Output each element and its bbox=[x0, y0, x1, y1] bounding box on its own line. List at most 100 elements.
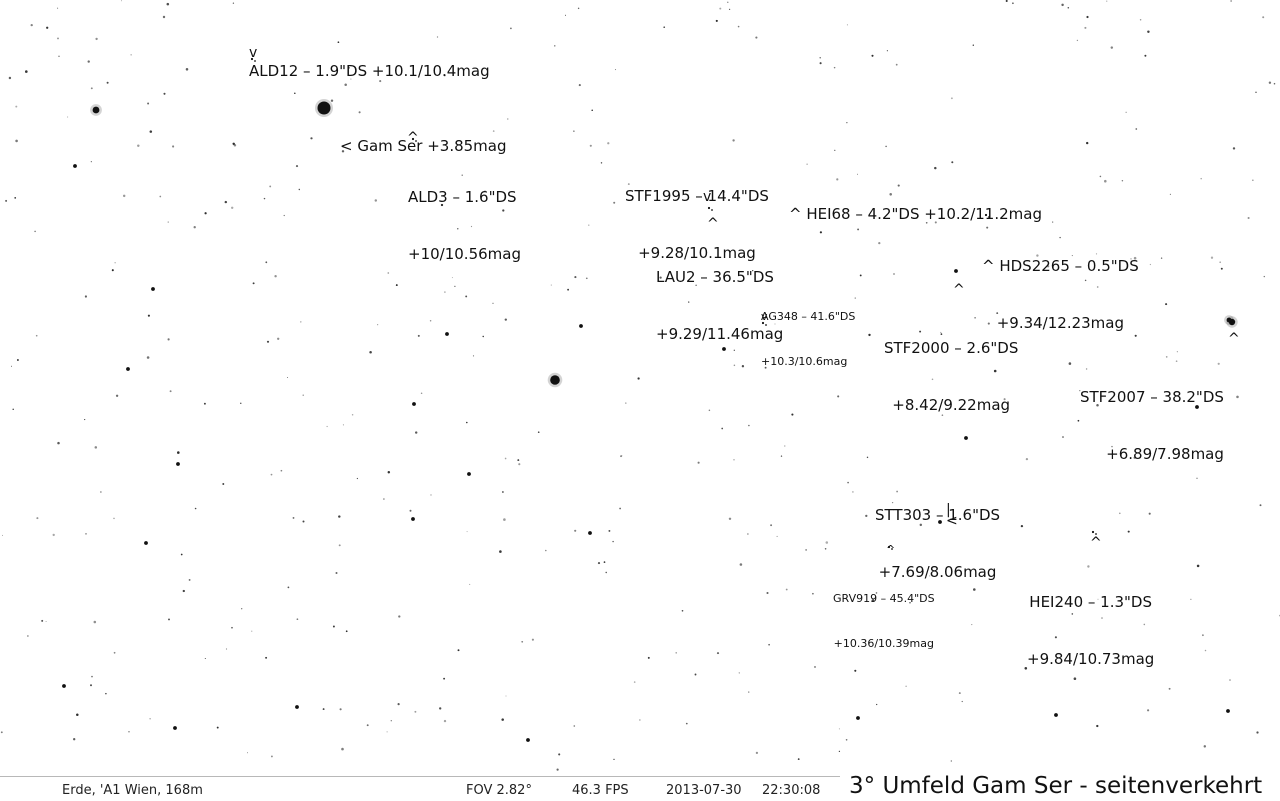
faint-star[interactable] bbox=[675, 652, 677, 654]
faint-star[interactable] bbox=[225, 648, 228, 650]
faint-star[interactable] bbox=[738, 672, 740, 674]
faint-star[interactable] bbox=[466, 421, 468, 424]
double-star-secondary[interactable] bbox=[415, 140, 417, 142]
faint-star[interactable] bbox=[728, 8, 731, 11]
faint-star[interactable] bbox=[504, 457, 507, 460]
faint-star[interactable] bbox=[739, 563, 743, 566]
bright-star[interactable] bbox=[1226, 317, 1232, 323]
faint-star[interactable] bbox=[283, 214, 285, 217]
faint-star[interactable] bbox=[819, 62, 822, 65]
faint-star[interactable] bbox=[891, 501, 894, 504]
faint-star[interactable] bbox=[847, 481, 849, 484]
double-star-primary[interactable] bbox=[984, 213, 988, 217]
faint-star[interactable] bbox=[1173, 448, 1177, 451]
faint-star[interactable] bbox=[1012, 2, 1014, 5]
faint-star[interactable] bbox=[16, 359, 19, 361]
faint-star[interactable] bbox=[719, 7, 722, 10]
faint-star[interactable] bbox=[697, 461, 700, 464]
faint-star[interactable] bbox=[859, 274, 862, 277]
faint-star[interactable] bbox=[1168, 687, 1171, 690]
faint-star[interactable] bbox=[1139, 19, 1142, 21]
faint-star[interactable] bbox=[67, 116, 69, 118]
faint-star[interactable] bbox=[232, 2, 235, 4]
faint-star[interactable] bbox=[439, 707, 442, 710]
faint-star[interactable] bbox=[57, 441, 60, 445]
faint-star[interactable] bbox=[733, 364, 736, 367]
faint-star[interactable] bbox=[137, 144, 140, 148]
faint-star[interactable] bbox=[1134, 334, 1137, 337]
star[interactable] bbox=[526, 738, 530, 742]
faint-star[interactable] bbox=[996, 312, 999, 315]
faint-star[interactable] bbox=[472, 355, 475, 357]
faint-star[interactable] bbox=[846, 24, 848, 26]
faint-star[interactable] bbox=[146, 356, 150, 359]
faint-star[interactable] bbox=[90, 87, 93, 90]
faint-star[interactable] bbox=[1097, 598, 1099, 600]
faint-star[interactable] bbox=[251, 630, 253, 632]
faint-star[interactable] bbox=[241, 608, 243, 610]
faint-star[interactable] bbox=[577, 7, 580, 10]
faint-star[interactable] bbox=[925, 221, 928, 224]
faint-star[interactable] bbox=[194, 507, 197, 510]
faint-star[interactable] bbox=[681, 609, 684, 612]
double-star-secondary[interactable] bbox=[711, 209, 713, 211]
faint-star[interactable] bbox=[545, 549, 547, 552]
faint-star[interactable] bbox=[824, 548, 827, 550]
faint-star[interactable] bbox=[444, 291, 446, 293]
faint-star[interactable] bbox=[934, 166, 937, 170]
faint-star[interactable] bbox=[1101, 617, 1103, 619]
faint-star[interactable] bbox=[854, 669, 857, 672]
faint-star[interactable] bbox=[115, 394, 119, 397]
faint-star[interactable] bbox=[166, 2, 170, 6]
faint-star[interactable] bbox=[182, 589, 185, 593]
faint-star[interactable] bbox=[940, 333, 943, 335]
faint-star[interactable] bbox=[776, 535, 778, 537]
faint-star[interactable] bbox=[231, 206, 234, 209]
faint-star[interactable] bbox=[659, 276, 662, 279]
faint-star[interactable] bbox=[791, 413, 794, 416]
faint-star[interactable] bbox=[573, 130, 575, 132]
faint-star[interactable] bbox=[785, 588, 788, 591]
faint-star[interactable] bbox=[871, 599, 875, 602]
faint-star[interactable] bbox=[15, 105, 18, 108]
faint-star[interactable] bbox=[457, 649, 460, 652]
star[interactable] bbox=[73, 164, 77, 168]
faint-star[interactable] bbox=[531, 638, 534, 641]
faint-star[interactable] bbox=[607, 142, 610, 145]
faint-star[interactable] bbox=[805, 549, 807, 551]
faint-star[interactable] bbox=[332, 625, 335, 628]
faint-star[interactable] bbox=[91, 675, 93, 678]
faint-star[interactable] bbox=[1106, 0, 1108, 2]
faint-star[interactable] bbox=[231, 626, 233, 629]
faint-star[interactable] bbox=[341, 150, 345, 153]
faint-star[interactable] bbox=[390, 720, 392, 722]
faint-star[interactable] bbox=[344, 83, 347, 86]
faint-star[interactable] bbox=[417, 334, 420, 337]
star[interactable] bbox=[938, 520, 942, 524]
faint-star[interactable] bbox=[1175, 360, 1178, 363]
faint-star[interactable] bbox=[345, 630, 348, 633]
faint-star[interactable] bbox=[732, 139, 735, 142]
faint-star[interactable] bbox=[1204, 649, 1207, 652]
faint-star[interactable] bbox=[216, 726, 219, 729]
faint-star[interactable] bbox=[203, 402, 206, 405]
faint-star[interactable] bbox=[465, 295, 468, 298]
faint-star[interactable] bbox=[374, 199, 378, 202]
faint-star[interactable] bbox=[619, 507, 621, 510]
faint-star[interactable] bbox=[45, 620, 47, 623]
faint-star[interactable] bbox=[919, 330, 922, 333]
faint-star[interactable] bbox=[768, 643, 770, 646]
faint-star[interactable] bbox=[266, 340, 270, 343]
faint-star[interactable] bbox=[896, 490, 899, 493]
faint-star[interactable] bbox=[265, 656, 268, 659]
faint-star[interactable] bbox=[470, 225, 473, 228]
status-date[interactable]: 2013-07-30 bbox=[666, 783, 742, 798]
faint-star[interactable] bbox=[875, 592, 878, 594]
faint-star[interactable] bbox=[812, 592, 814, 595]
faint-star[interactable] bbox=[499, 550, 502, 553]
faint-star[interactable] bbox=[469, 583, 471, 585]
faint-star[interactable] bbox=[330, 99, 334, 102]
faint-star[interactable] bbox=[342, 424, 344, 426]
faint-star[interactable] bbox=[30, 23, 33, 27]
star[interactable] bbox=[1195, 405, 1199, 409]
